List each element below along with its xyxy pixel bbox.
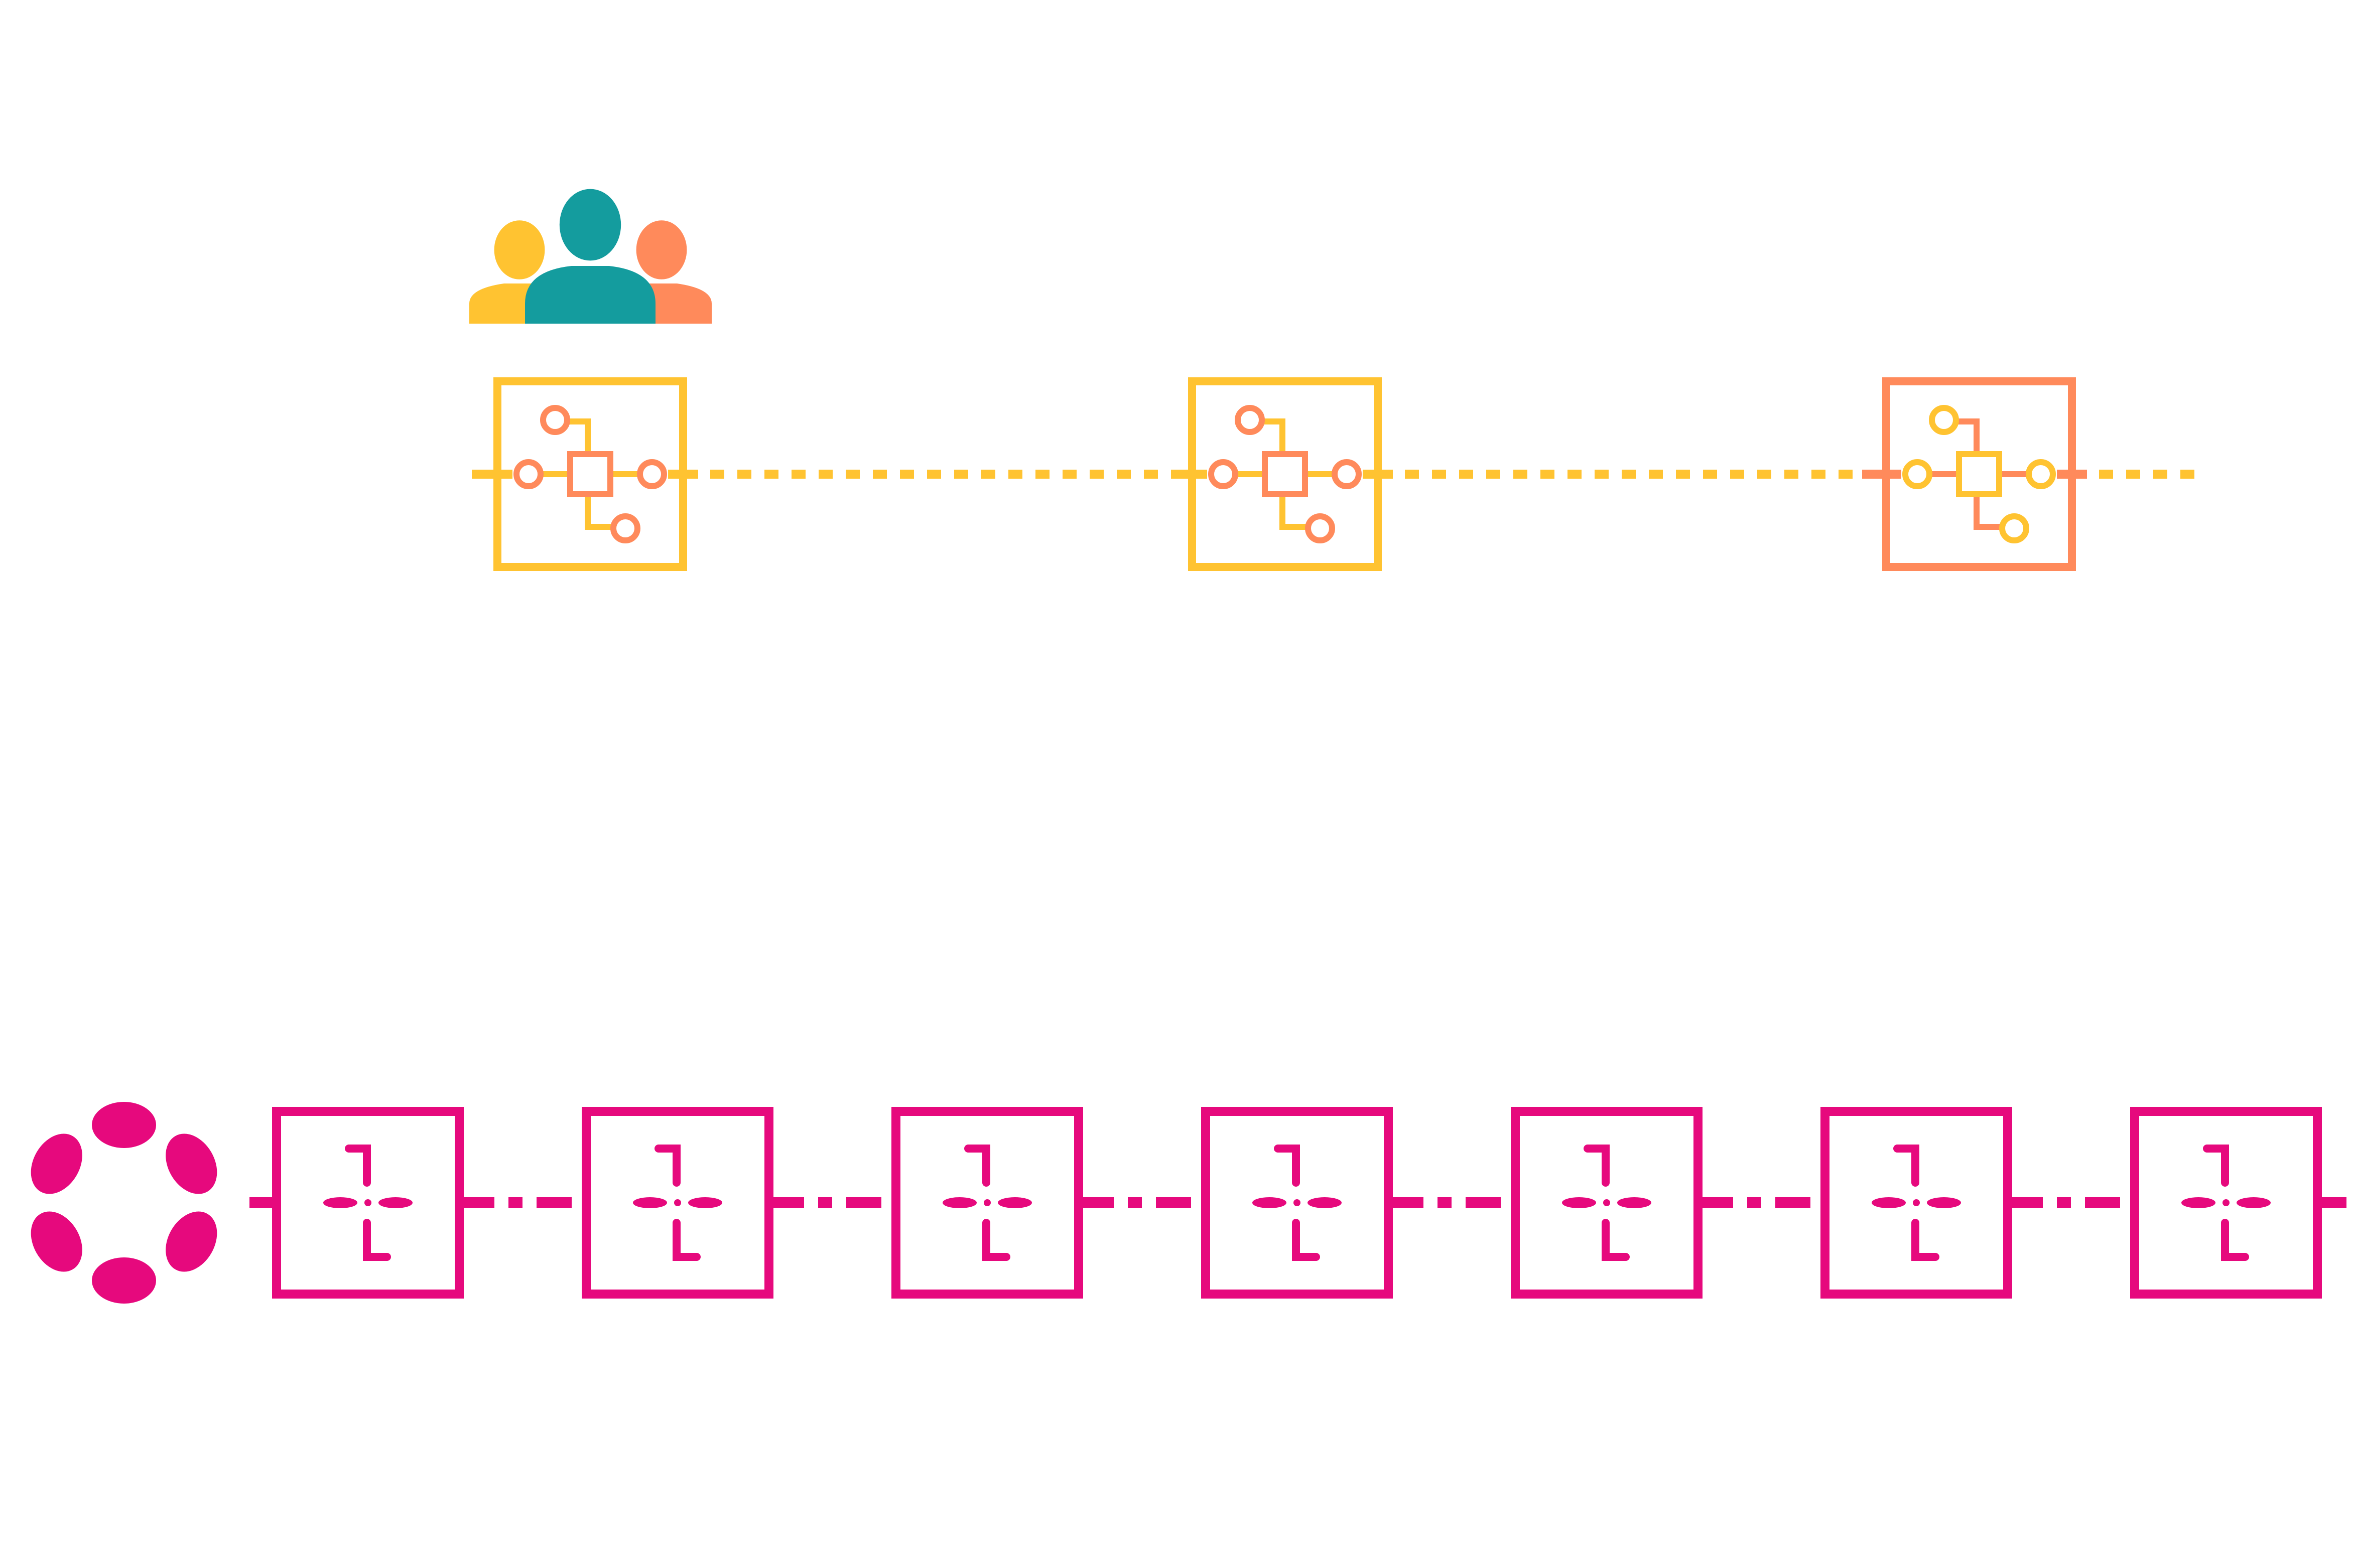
node-right xyxy=(1332,459,1362,489)
hook-bottom xyxy=(982,1219,1010,1261)
user-teal-icon xyxy=(525,189,656,324)
hook-top xyxy=(655,1145,681,1187)
hook-top xyxy=(1274,1145,1300,1187)
drop-left xyxy=(1872,1197,1906,1208)
link-top xyxy=(1956,418,1980,454)
logo-dot-6 xyxy=(31,1133,82,1194)
parachain-block-1 xyxy=(482,377,698,571)
link-bottom xyxy=(1279,494,1308,530)
hook-bottom xyxy=(1292,1219,1320,1261)
node-right xyxy=(2026,459,2056,489)
node-top xyxy=(1235,405,1265,435)
user-yellow-icon-head xyxy=(494,220,545,279)
node-bottom xyxy=(610,513,640,543)
drop-right xyxy=(378,1197,413,1208)
drop-right xyxy=(688,1197,722,1208)
user-teal-icon-head xyxy=(559,189,621,261)
hook-bottom xyxy=(1911,1219,1939,1261)
relay-block-7 xyxy=(2130,1107,2322,1299)
relay-chain-row xyxy=(31,1102,2346,1304)
logo-dot-5 xyxy=(31,1211,82,1272)
relay-block-1 xyxy=(272,1107,464,1299)
link-bottom xyxy=(585,494,613,530)
node-left xyxy=(1208,459,1238,489)
center-dot xyxy=(984,1199,991,1206)
center-dot xyxy=(2223,1199,2230,1206)
link-top xyxy=(1262,418,1285,454)
logo-dot-2 xyxy=(166,1133,217,1194)
node-bottom xyxy=(1999,513,2029,543)
drop-left xyxy=(633,1197,667,1208)
parachain-row xyxy=(472,377,2201,571)
relay-block-frame xyxy=(891,1107,1083,1299)
crosshair-block-icon xyxy=(2181,1145,2271,1261)
link-bottom xyxy=(1974,494,2002,530)
drop-left xyxy=(943,1197,977,1208)
center-dot xyxy=(1293,1199,1300,1206)
crosshair-block-icon xyxy=(323,1145,413,1261)
node-left xyxy=(513,459,544,489)
drop-right xyxy=(1308,1197,1342,1208)
parachain-block-3 xyxy=(1871,377,2087,571)
hook-top xyxy=(1584,1145,1610,1187)
hook-top xyxy=(345,1145,371,1187)
crosshair-block-icon xyxy=(1872,1145,1961,1261)
hook-top xyxy=(1893,1145,1919,1187)
node-bottom xyxy=(1305,513,1335,543)
relay-block-5 xyxy=(1511,1107,1703,1299)
drop-left xyxy=(2181,1197,2215,1208)
node-center xyxy=(567,451,613,497)
drop-right xyxy=(1927,1197,1961,1208)
node-center xyxy=(1262,451,1308,497)
user-teal-icon-body xyxy=(525,266,656,324)
hook-bottom xyxy=(2221,1219,2249,1261)
logo-dot-1 xyxy=(92,1102,156,1148)
crosshair-block-icon xyxy=(1252,1145,1342,1261)
hook-top xyxy=(964,1145,990,1187)
center-dot xyxy=(364,1199,371,1206)
drop-right xyxy=(1617,1197,1651,1208)
hook-bottom xyxy=(673,1219,701,1261)
node-center xyxy=(1956,451,2002,497)
node-top xyxy=(540,405,570,435)
user-orange-icon-head xyxy=(636,220,687,279)
drop-left xyxy=(1252,1197,1286,1208)
crosshair-block-icon xyxy=(633,1145,722,1261)
drop-left xyxy=(1562,1197,1596,1208)
network-nodes-icon xyxy=(513,405,667,543)
center-dot xyxy=(1913,1199,1920,1206)
crosshair-block-icon xyxy=(1562,1145,1651,1261)
crosshair-block-icon xyxy=(943,1145,1032,1261)
drop-left xyxy=(323,1197,357,1208)
relay-block-3 xyxy=(891,1107,1083,1299)
drop-right xyxy=(2237,1197,2271,1208)
logo-dot-4 xyxy=(92,1257,156,1304)
node-top xyxy=(1929,405,1959,435)
network-nodes-icon xyxy=(1902,405,2056,543)
relay-block-2 xyxy=(582,1107,773,1299)
hook-bottom xyxy=(1602,1219,1630,1261)
relay-block-6 xyxy=(1820,1107,2012,1299)
polkadot-logo xyxy=(31,1102,217,1304)
node-left xyxy=(1902,459,1932,489)
link-top xyxy=(568,418,591,454)
center-dot xyxy=(1603,1199,1610,1206)
parachain-block-2 xyxy=(1177,377,1393,571)
relay-block-4 xyxy=(1201,1107,1393,1299)
drop-right xyxy=(998,1197,1032,1208)
center-dot xyxy=(674,1199,681,1206)
users-group-icon xyxy=(469,189,712,324)
node-right xyxy=(637,459,667,489)
network-nodes-icon xyxy=(1208,405,1362,543)
hook-bottom xyxy=(363,1219,391,1261)
logo-dot-3 xyxy=(166,1211,217,1272)
hook-top xyxy=(2203,1145,2229,1187)
